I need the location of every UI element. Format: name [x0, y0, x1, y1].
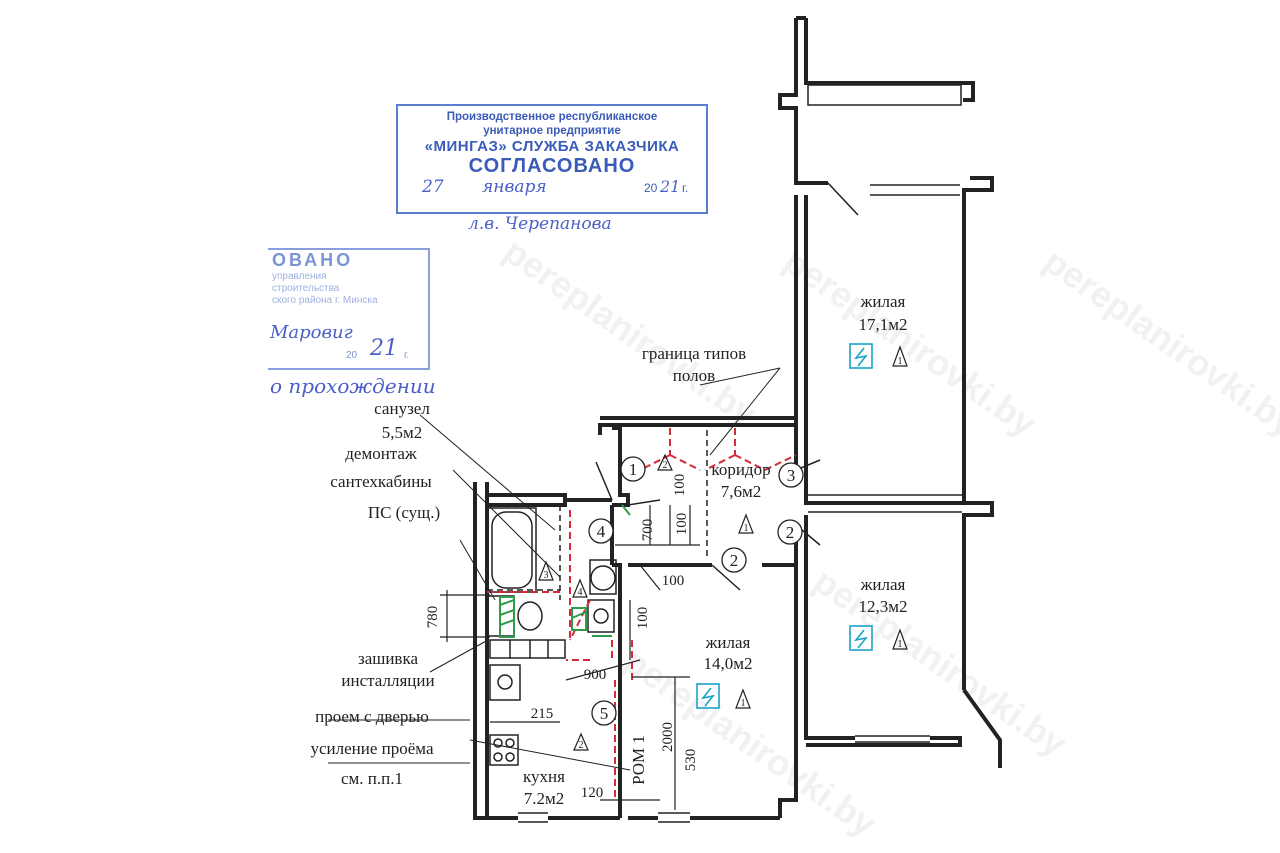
stamp-day: 27 [422, 177, 444, 197]
marker-circle [721, 547, 747, 573]
room-name: санузел [374, 399, 430, 418]
stamp2-note: о прохождении [270, 374, 436, 398]
room-area: 5,5м2 [382, 423, 423, 442]
dim-label: 100 [674, 513, 690, 536]
stamp2-line: ского района г. Минска [272, 295, 378, 306]
callout-reinforce: усиление проёма [311, 739, 434, 758]
tri-label: 1 [898, 356, 903, 367]
marker-circle [620, 456, 646, 482]
room-area: 14,0м2 [703, 654, 752, 673]
marker-4: 4 [597, 522, 606, 541]
room-name: коридор [711, 460, 770, 479]
callout-sheathing: инсталляции [341, 671, 434, 690]
dim-label: 780 [425, 606, 441, 629]
electric-icon [696, 683, 720, 709]
callout-floor-boundary: полов [673, 366, 715, 385]
dim-label: 2000 [660, 722, 676, 752]
stamp-year-unit: г. [682, 181, 689, 195]
stamp-line: Производственное республиканское [446, 111, 658, 123]
stamp2-year-prefix: 20 [346, 350, 358, 361]
dim-label: 215 [531, 706, 554, 722]
tri-label: 2 [663, 460, 668, 471]
marker-2b: 2 [730, 551, 739, 570]
stamp2-sign: Маровиг [270, 322, 353, 343]
stamp-year: 21 [660, 177, 681, 196]
stamp-year-prefix: 20 [644, 181, 658, 195]
dim-label: 120 [581, 785, 604, 801]
stamp-approved: СОГЛАСОВАНО [468, 155, 636, 177]
tri-label: 1 [741, 698, 746, 709]
stamp2-line: управления [272, 271, 327, 282]
dim-label: 900 [584, 667, 607, 683]
dim-label: 100 [672, 474, 688, 497]
secondary-stamp: ОВАНО управления строительства ского рай… [268, 248, 430, 370]
stamp2-line: строительства [272, 283, 340, 294]
room-name: жилая [705, 633, 751, 652]
tri-label: 1 [898, 639, 903, 650]
stamp2-year: 21 [370, 336, 398, 361]
marker-circle [588, 518, 614, 544]
marker-circle [778, 462, 804, 488]
marker-circle [591, 700, 617, 726]
room-area: 7,6м2 [721, 482, 762, 501]
stamp2-year-unit: г. [404, 350, 410, 361]
dim-label: 100 [635, 607, 651, 630]
room-name: жилая [860, 292, 906, 311]
stamp-month: января [482, 177, 547, 197]
marker-5: 5 [600, 704, 609, 723]
tri-label: 1 [744, 523, 749, 534]
room-area: 7.2м2 [524, 789, 565, 808]
callout-shaft: ПС (сущ.) [368, 503, 440, 522]
stamp-line: «МИНГАЗ» СЛУЖБА ЗАКАЗЧИКА [424, 138, 680, 155]
electric-icon [849, 343, 873, 369]
callout-sheathing: зашивка [358, 649, 418, 668]
room-name: жилая [860, 575, 906, 594]
stamp-signature: л.в. Черепанова [468, 214, 612, 234]
triangle-marks [538, 345, 908, 751]
dim-label: 100 [662, 573, 685, 589]
electric-icon [849, 625, 873, 651]
marker-1: 1 [629, 460, 638, 479]
callout-dismantle: демонтаж [345, 444, 417, 463]
marker-2: 2 [786, 523, 795, 542]
tri-label: 3 [544, 570, 549, 581]
stamp-line: унитарное предприятие [483, 125, 621, 137]
callout-dismantle: сантехкабины [330, 472, 432, 491]
marker-circle [777, 519, 803, 545]
dim-label: 700 [640, 519, 656, 542]
tri-label: 2 [579, 740, 584, 751]
callout-floor-boundary: граница типов [642, 344, 746, 363]
callout-opening: проем с дверью [315, 707, 429, 726]
tri-label: 4 [578, 587, 583, 598]
callout-rom: РОМ 1 [629, 735, 648, 785]
room-area: 17,1м2 [858, 315, 907, 334]
room-area: 12,3м2 [858, 597, 907, 616]
callout-see-item: см. п.п.1 [341, 769, 403, 788]
marker-3: 3 [787, 466, 796, 485]
stamp-date-row: 27 января 20 21 г. [398, 177, 706, 199]
stamp2-title: ОВАНО [272, 250, 354, 270]
approval-stamp: Производственное республиканское унитарн… [396, 104, 708, 214]
dim-label: 530 [683, 749, 699, 772]
room-name: кухня [523, 767, 565, 786]
